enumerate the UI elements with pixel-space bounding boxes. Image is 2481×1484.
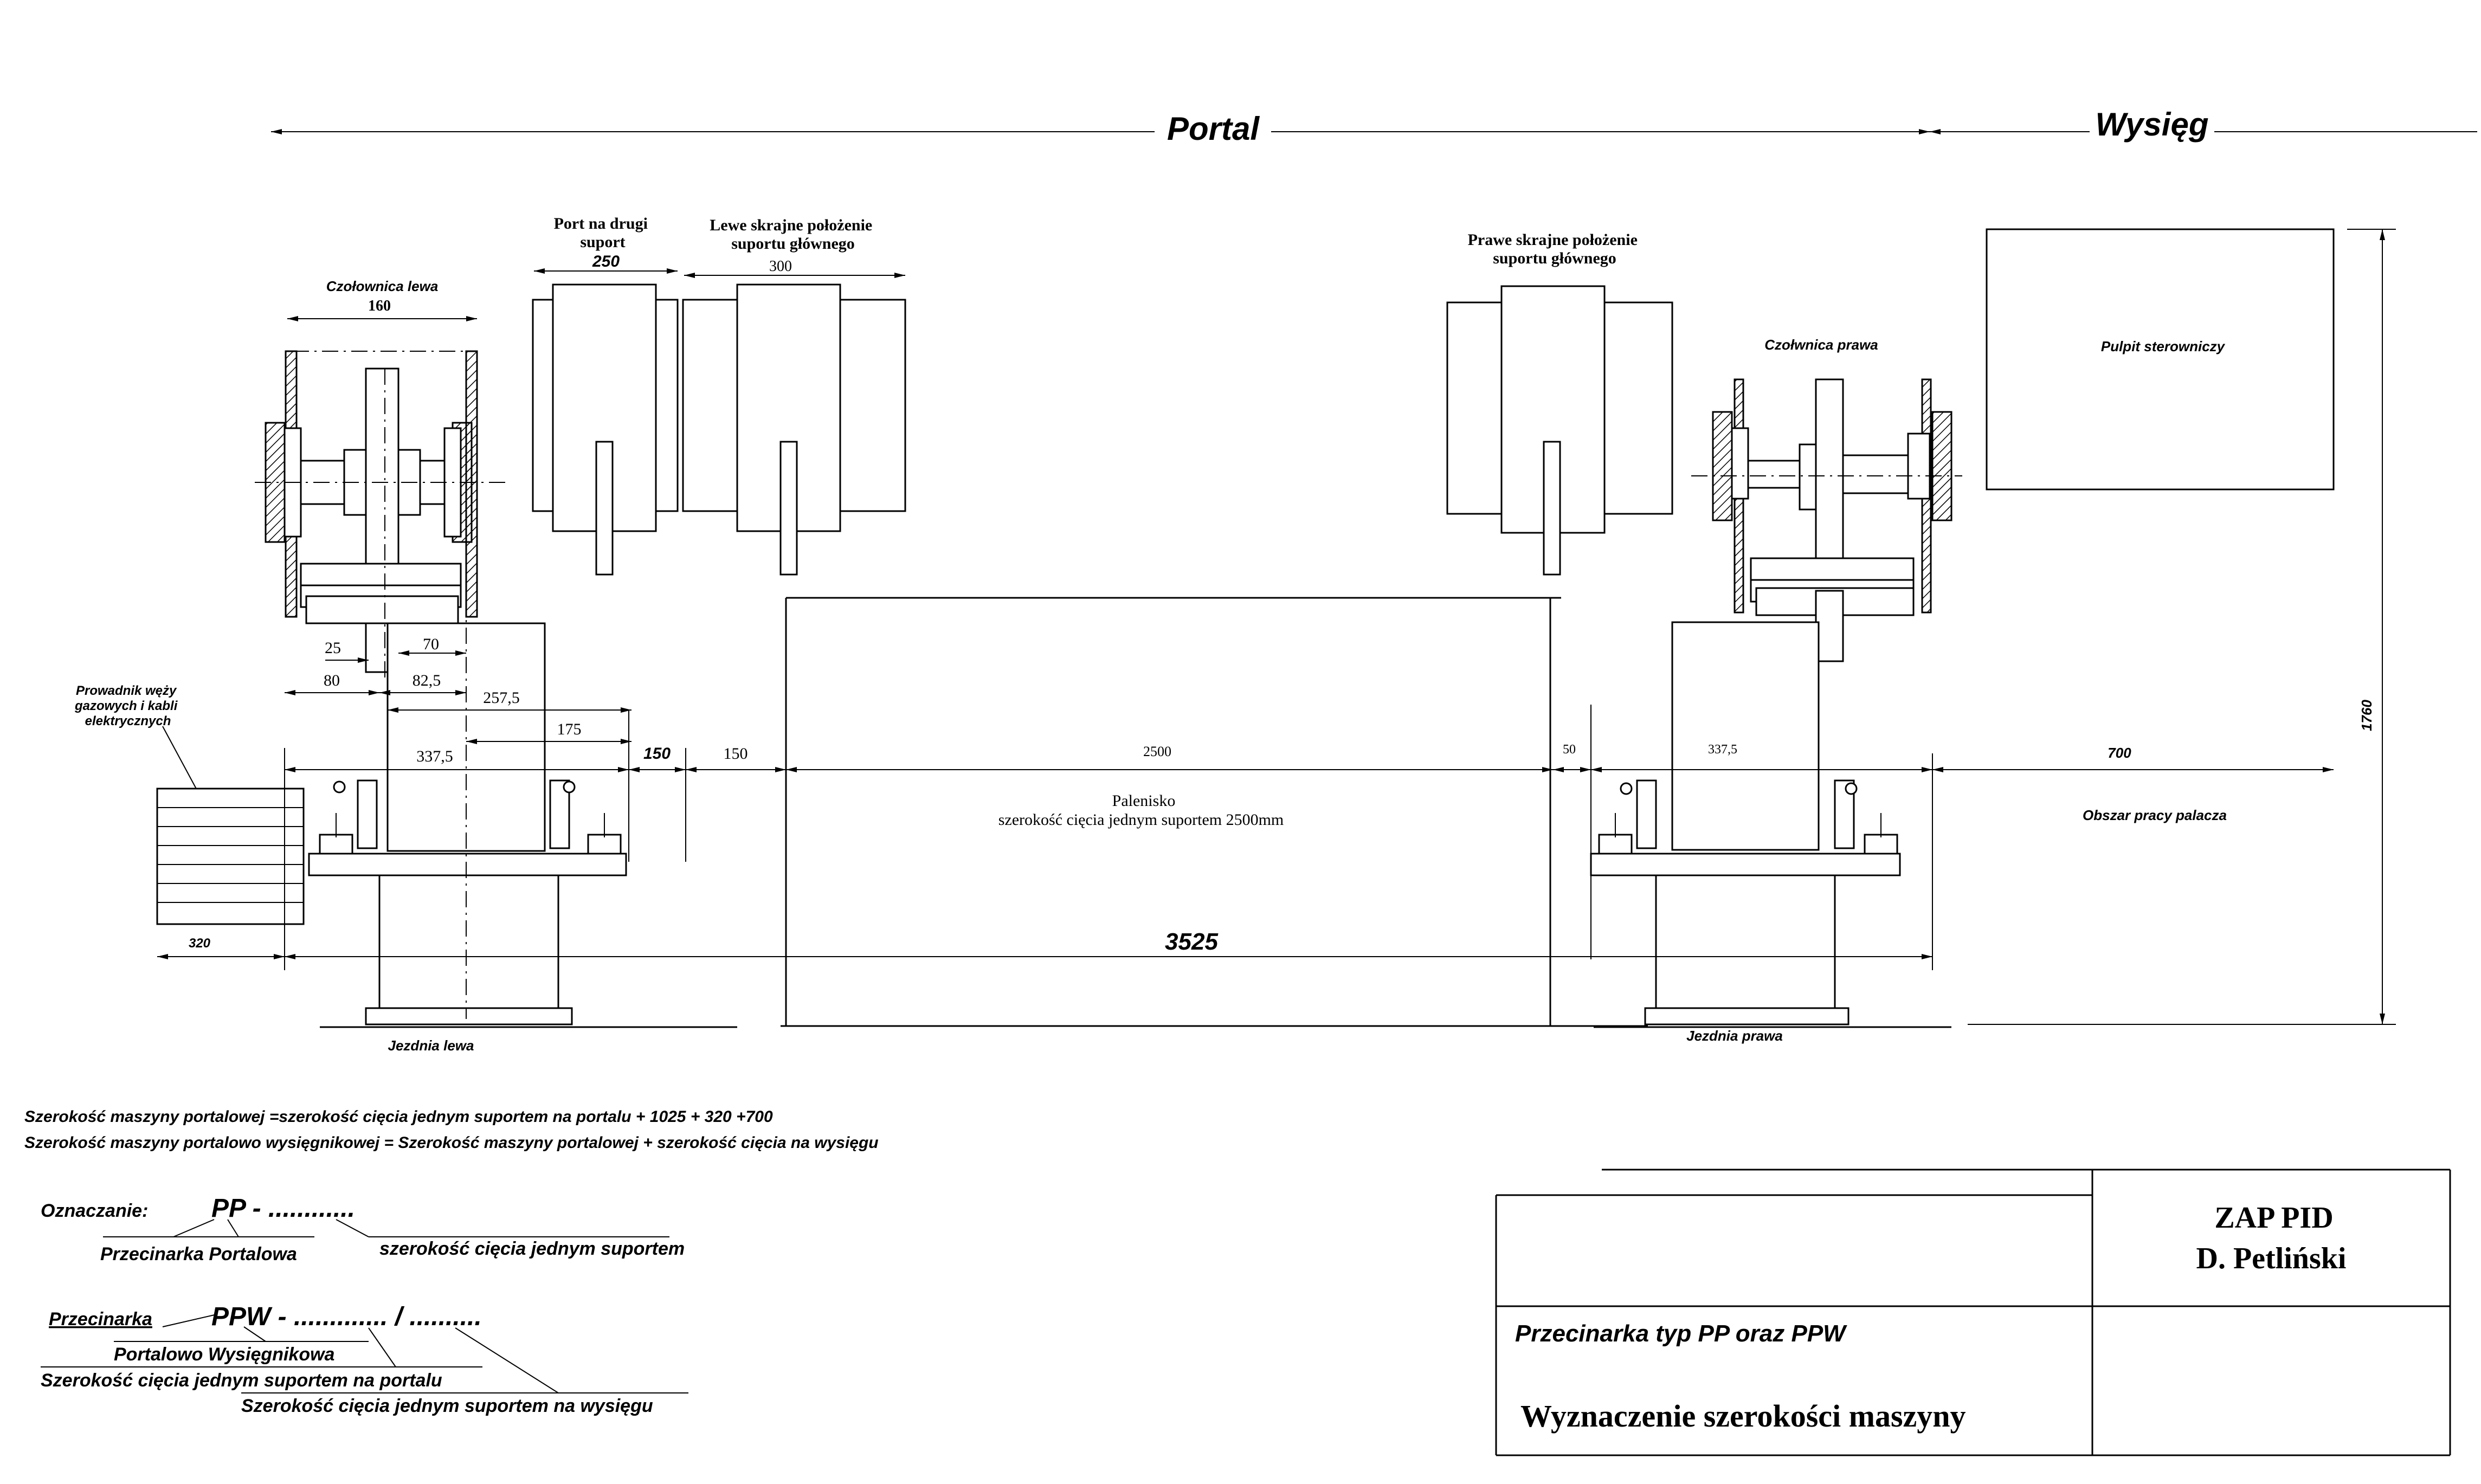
ppw-wysieg: Szerokość cięcia jednym suportem na wysi…: [241, 1396, 653, 1416]
dim-3525: 3525: [1165, 928, 1218, 955]
tb-company: ZAP PID: [2214, 1201, 2333, 1235]
dimensions-center: 2500 50 337,5 700 Obszar pracy palacza 3…: [157, 705, 2334, 970]
tb-title: Wyznaczenie szerokości maszyny: [1520, 1398, 1966, 1434]
prawe-skrajne-line2: suportu głównego: [1493, 249, 1616, 267]
dim-1760: 1760: [2358, 700, 2375, 731]
pulpit-sterowniczy: Pulpit sterowniczy: [1986, 228, 2335, 491]
jezdnia-prawa-label: Jezdnia prawa: [1686, 1028, 1783, 1044]
dim-25: 25: [325, 639, 341, 657]
dim-1760-group: 1760: [1968, 229, 2396, 1025]
dim-80: 80: [324, 672, 340, 689]
lewe-skrajne-label: Lewe skrajne położenie suportu głównego: [710, 216, 876, 253]
formula-line1: Szerokość maszyny portalowej =szerokość …: [24, 1108, 773, 1126]
portal-label: Portal: [1167, 111, 1260, 147]
port-label: Port na drugi suport: [554, 215, 652, 251]
wysieg-dimension: Wysięg: [1930, 106, 2477, 143]
pp-name: Przecinarka Portalowa: [100, 1244, 297, 1264]
czolownica-prawa-label: Czołwnica prawa: [1764, 337, 1878, 353]
title-block: ZAP PID D. Petliński Przecinarka typ PP …: [1495, 1169, 2451, 1456]
dim-337-5-right: 337,5: [1708, 743, 1737, 757]
dim-250: 250: [592, 253, 620, 270]
formula-line2-a: Szerokość maszyny portalowo wysięgnikowe…: [24, 1134, 398, 1152]
prowadnik-label: Prowadnik węży gazowych i kabli elektryc…: [74, 683, 181, 728]
jezdnia-lewa-label: Jezdnia lewa: [388, 1037, 474, 1054]
lewe-skrajne-polozenie: Lewe skrajne położenie suportu głównego …: [682, 216, 906, 576]
palenisko-desc: szerokość cięcia jednym suportem 2500mm: [998, 811, 1284, 829]
dim-150-b: 150: [724, 745, 748, 763]
prowadnik: Prowadnik węży gazowych i kabli elektryc…: [74, 683, 305, 925]
ppw-code: PPW - ............. / ..........: [211, 1302, 482, 1331]
dim-70: 70: [423, 635, 439, 653]
prawe-skrajne-polozenie: Prawe skrajne położenie suportu głównego: [1446, 231, 1673, 576]
dim-257-5: 257,5: [483, 689, 520, 707]
dim-82-5: 82,5: [413, 672, 441, 689]
czolownica-lewa: Czołownica lewa 160: [255, 278, 510, 683]
ppw-prefix: Przecinarka: [49, 1309, 152, 1330]
obszar-label: Obszar pracy palacza: [2083, 807, 2227, 823]
right-carriage: Jezdnia prawa: [1590, 621, 1951, 1044]
dim-150-a: 150: [643, 745, 671, 763]
designation: Oznaczanie: PP - ............ Przecinark…: [41, 1194, 688, 1416]
dim-337-5-left: 337,5: [416, 747, 453, 765]
ppw-portal: Szerokość cięcia jednym suportem na port…: [41, 1370, 442, 1391]
portal-dimension: Portal: [271, 111, 1930, 147]
dim-160: 160: [368, 298, 391, 314]
tb-type: Przecinarka typ PP oraz PPW: [1515, 1320, 1847, 1347]
dim-320: 320: [189, 936, 211, 951]
dim-300: 300: [769, 258, 792, 275]
lewe-skrajne-line1: Lewe skrajne położenie: [710, 216, 872, 234]
designation-label: Oznaczanie:: [41, 1201, 148, 1221]
pulpit-label: Pulpit sterowniczy: [2101, 338, 2226, 354]
ppw-name: Portalowo Wysięgnikowa: [114, 1344, 334, 1365]
palenisko-label: Palenisko: [1112, 792, 1176, 810]
dimensions-left: 25 70 80 82,5 257,5 175 337,5 150 150: [284, 635, 786, 970]
formulas: Szerokość maszyny portalowej =szerokość …: [24, 1108, 879, 1152]
dim-175: 175: [557, 720, 582, 738]
prawe-skrajne-label: Prawe skrajne położenie suportu głównego: [1468, 231, 1642, 267]
czolownica-prawa: Czołwnica prawa: [1691, 337, 1962, 662]
tb-author: D. Petliński: [2196, 1242, 2347, 1275]
left-carriage: Jezdnia lewa: [308, 569, 737, 1054]
formula-line2: Szerokość maszyny portalowo wysięgnikowe…: [24, 1134, 879, 1152]
prowadnik-line1: Prowadnik węży: [76, 683, 177, 698]
port-drugi-suport: Port na drugi suport 250: [532, 215, 679, 576]
port-label-line1: Port na drugi: [554, 215, 648, 233]
formula-line2-b: Szerokość maszyny portalowej + szerokość…: [398, 1134, 878, 1152]
pp-width: szerokość cięcia jednym suportem: [379, 1238, 685, 1259]
port-label-line2: suport: [580, 233, 625, 251]
wysieg-label: Wysięg: [2096, 106, 2209, 143]
czolownica-lewa-label: Czołownica lewa: [326, 278, 439, 294]
dim-50: 50: [1563, 743, 1576, 757]
dim-2500: 2500: [1143, 744, 1171, 759]
prowadnik-line2: gazowych i kabli: [74, 699, 178, 713]
prowadnik-line3: elektrycznych: [85, 714, 171, 728]
prawe-skrajne-line1: Prawe skrajne położenie: [1468, 231, 1638, 249]
lewe-skrajne-line2: suportu głównego: [731, 235, 855, 253]
pp-code: PP - ............: [211, 1194, 355, 1223]
dim-700: 700: [2108, 745, 2131, 761]
palenisko: Palenisko szerokość cięcia jednym suport…: [781, 597, 1648, 1027]
